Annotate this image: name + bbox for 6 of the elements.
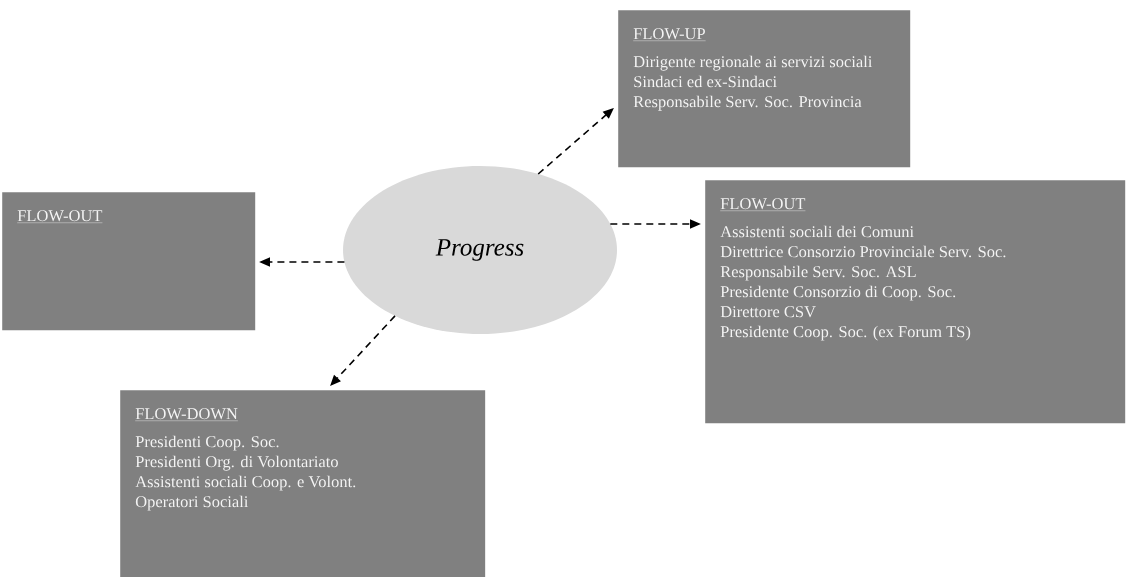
arrow [537, 108, 614, 175]
text-box: FLOW-OUT Assistenti sociali dei Comuni Direttrice Consorzio Provinciale Serv. Soc. Responsabile Serv. Soc. ASL Presidente Consorzio di Coop. Soc. Direttore CSV Presidente Coop. Soc. (ex Forum TS) [705, 180, 1126, 424]
text-box: FLOW-OUT [2, 192, 256, 331]
text-box: FLOW-UP Dirigente regionale ai servizi sociali Sindaci ed ex-Sindaci Responsabile Serv. Soc. Provincia [618, 10, 911, 168]
text-box: FLOW-DOWN Presidenti Coop. Soc. Presidenti Org. di Volontariato Assistenti sociali Coop. e Volont. Operatori Sociali [120, 390, 486, 577]
arrow [330, 315, 396, 386]
